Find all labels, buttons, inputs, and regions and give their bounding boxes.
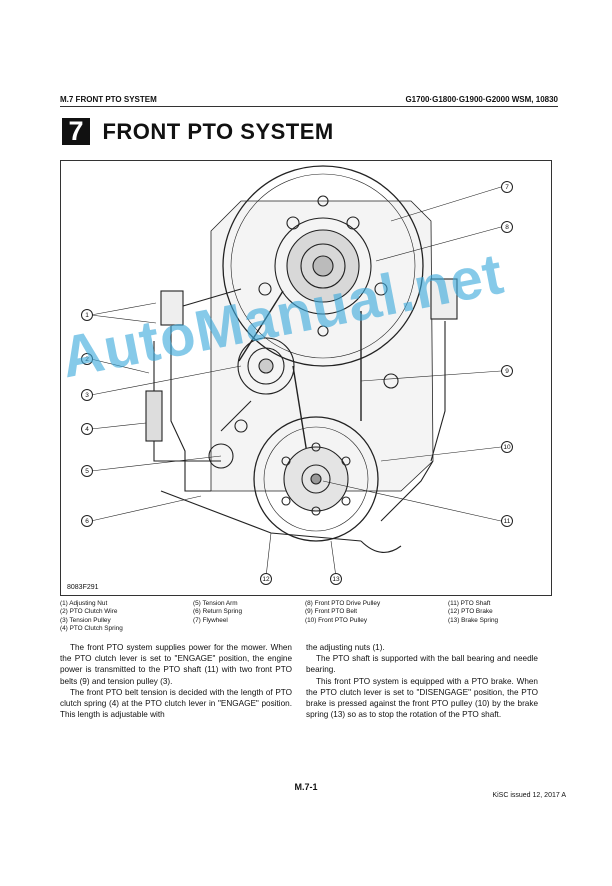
pto-diagram-figure: 7 8 1 2 3 4 5 6 9 10 11 12 13 8083F291 <box>60 160 552 596</box>
callout-11: 11 <box>501 515 513 527</box>
legend-item: (12) PTO Brake <box>448 608 493 616</box>
legend-item: (4) PTO Clutch Spring <box>60 625 123 633</box>
legend-item: (8) Front PTO Drive Pulley <box>305 600 381 607</box>
legend-item: (2) PTO Clutch Wire <box>60 608 118 616</box>
callout-10: 10 <box>501 441 513 453</box>
body-paragraph: This front PTO system is equipped with a… <box>306 676 538 720</box>
legend-col-2: (5) Tension Arm (6) Return Spring (7) Fl… <box>193 600 242 625</box>
callout-1: 1 <box>81 309 93 321</box>
legend-col-4: (11) PTO Shaft (12) PTO Brake (13) Brake… <box>448 600 498 625</box>
legend-item: (7) Flywheel <box>193 616 228 624</box>
callout-12: 12 <box>260 573 272 585</box>
chapter-number-badge: 7 <box>62 118 90 145</box>
callout-5: 5 <box>81 465 93 477</box>
body-paragraph: The PTO shaft is supported with the ball… <box>306 654 538 675</box>
legend-item: (9) Front PTO Belt <box>305 608 358 616</box>
callout-3: 3 <box>81 389 93 401</box>
legend-item: (6) Return Spring <box>193 608 243 616</box>
callout-9: 9 <box>501 365 513 377</box>
page-title: FRONT PTO SYSTEM <box>102 118 334 144</box>
callout-6: 6 <box>81 515 93 527</box>
callout-2: 2 <box>81 353 93 365</box>
legend-col-1: (1) Adjusting Nut (2) PTO Clutch Wire (3… <box>60 600 123 634</box>
page-number: M.7-1 <box>294 782 318 792</box>
header-rule <box>60 106 558 107</box>
header-models: G1700·G1800·G1900·G2000 WSM, 10830 <box>405 95 558 104</box>
legend-item: (3) Tension Pulley <box>60 616 111 624</box>
callout-7: 7 <box>501 181 513 193</box>
body-paragraph: The front PTO belt tension is decided wi… <box>60 687 292 720</box>
pto-diagram-drawing <box>90 165 502 578</box>
figure-code: 8083F291 <box>67 584 99 591</box>
legend-item: (11) PTO Shaft <box>448 600 491 607</box>
header-section: M.7 FRONT PTO SYSTEM <box>60 95 157 104</box>
legend-col-3: (8) Front PTO Drive Pulley (9) Front PTO… <box>305 600 380 625</box>
legend-item: (10) Front PTO Pulley <box>305 616 368 624</box>
callout-13: 13 <box>330 573 342 585</box>
issue-note: KiSC issued 12, 2017 A <box>492 792 566 799</box>
callout-4: 4 <box>81 423 93 435</box>
legend-item: (5) Tension Arm <box>193 600 238 607</box>
callout-8: 8 <box>501 221 513 233</box>
body-column-left: The front PTO system supplies power for … <box>60 642 292 720</box>
chapter-title-row: 7 FRONT PTO SYSTEM <box>62 118 334 148</box>
body-column-right: the adjusting nuts (1). The PTO shaft is… <box>306 642 538 720</box>
body-paragraph: The front PTO system supplies power for … <box>60 643 292 686</box>
legend-item: (1) Adjusting Nut <box>60 600 108 607</box>
body-paragraph: the adjusting nuts (1). <box>306 643 385 652</box>
legend-item: (13) Brake Spring <box>448 616 499 624</box>
